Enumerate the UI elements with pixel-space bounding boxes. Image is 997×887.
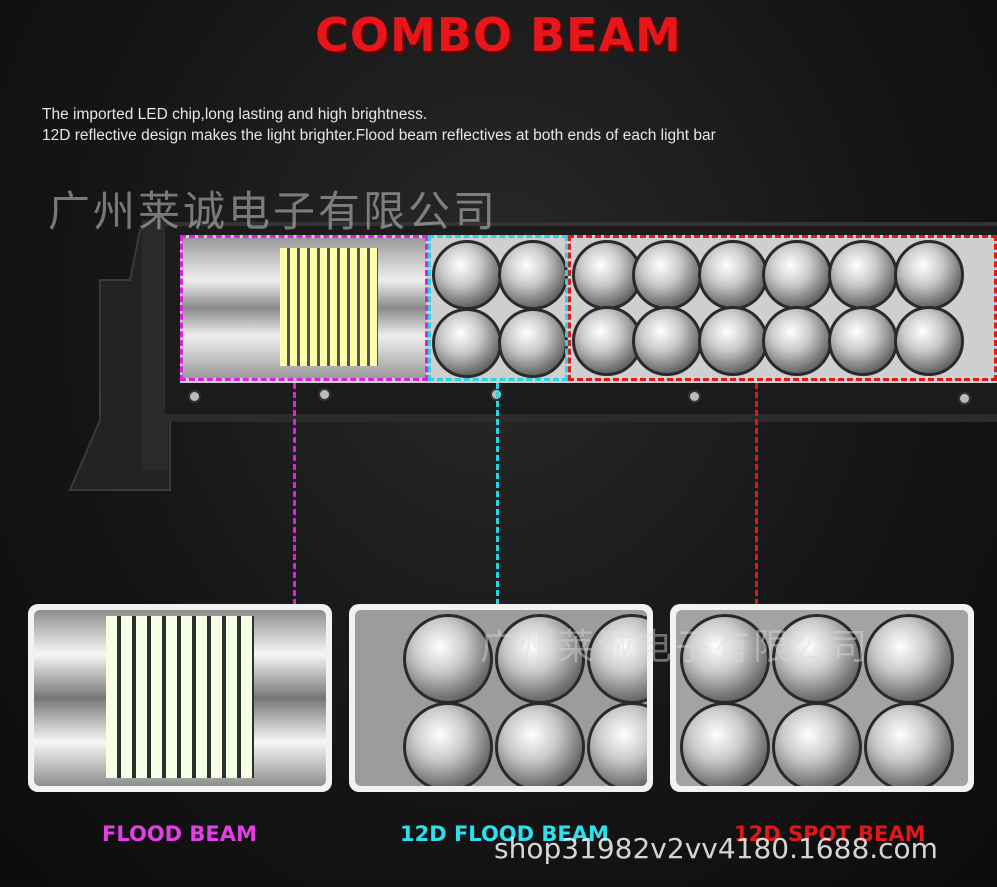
12d-flood-beam-zone xyxy=(428,235,568,381)
spot-lens xyxy=(894,306,964,376)
flood-lens xyxy=(432,308,502,378)
spot-lens xyxy=(864,614,954,704)
spot-lens xyxy=(587,702,647,786)
flood-lens xyxy=(495,702,585,786)
led-chip-array xyxy=(280,248,378,366)
bolt-icon xyxy=(688,390,701,403)
12d-flood-beam-connector xyxy=(496,383,499,605)
led-chip-array xyxy=(106,616,254,778)
flood-beam-connector xyxy=(293,383,296,605)
flood-lens xyxy=(403,702,493,786)
12d-flood-beam-label: 12D FLOOD BEAM xyxy=(400,822,609,846)
flood-beam-label: FLOOD BEAM xyxy=(102,822,257,846)
bolt-icon xyxy=(318,388,331,401)
12d-spot-beam-label: 12D SPOT BEAM xyxy=(734,822,926,846)
page-title: COMBO BEAM xyxy=(315,8,682,62)
watermark-chinese: 广州莱诚电子有限公司 xyxy=(48,187,499,236)
flood-beam-zone xyxy=(180,235,428,381)
spot-lens xyxy=(572,306,642,376)
12d-flood-beam-detail xyxy=(355,610,647,786)
spot-lens xyxy=(772,702,862,786)
12d-flood-beam-card xyxy=(349,604,653,792)
watermark-url: shop31982v2vv4180.1688.com xyxy=(494,832,938,865)
12d-spot-beam-detail xyxy=(676,610,968,786)
flood-beam-detail xyxy=(34,610,326,786)
spot-lens xyxy=(762,306,832,376)
12d-spot-beam-zone xyxy=(568,235,997,381)
bolt-icon xyxy=(188,390,201,403)
spot-lens xyxy=(680,702,770,786)
flood-beam-card xyxy=(28,604,332,792)
mounting-bracket xyxy=(68,220,171,491)
description-line-1: The imported LED chip,long lasting and h… xyxy=(42,106,428,123)
description: The imported LED chip,long lasting and h… xyxy=(42,104,716,146)
watermark-chinese-2: 广州莱诚电子有限公司 xyxy=(480,627,871,668)
spot-lens xyxy=(864,702,954,786)
12d-spot-beam-connector xyxy=(755,383,758,605)
bolt-icon xyxy=(958,392,971,405)
description-line-2: 12D reflective design makes the light br… xyxy=(42,127,716,144)
flood-lens xyxy=(498,240,568,310)
12d-spot-beam-card xyxy=(670,604,974,792)
spot-lens xyxy=(894,240,964,310)
